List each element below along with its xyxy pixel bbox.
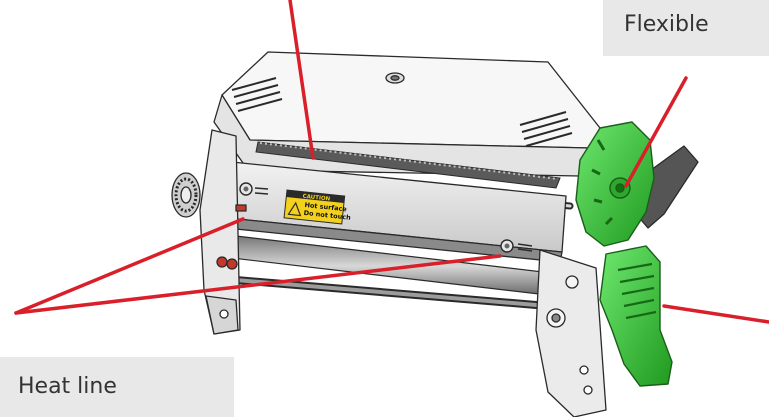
right-frame [535,249,607,417]
screw-right [500,239,514,253]
left-vent [231,77,283,112]
left-frame [199,129,247,335]
top-cover [213,51,601,177]
caution-title: CAUTION [302,194,331,203]
plate-grille-right [517,243,533,252]
callout-lines [14,0,769,324]
callout-top [288,0,315,160]
left-gear [171,172,201,218]
callout-heat-1 [14,217,245,315]
flexible-label: Flexible [603,0,769,56]
toothed-bar [255,141,561,189]
plate-grille-left [254,187,269,195]
right-vent [519,111,573,147]
heat-line-label: Heat line [0,357,234,417]
screw-left [239,182,253,196]
printhead-plate [225,161,567,263]
callout-right [662,304,769,324]
caution-sticker: CAUTION Hot surface Do not touch [283,189,351,225]
green-release-lever[interactable] [599,245,673,387]
callout-heat-2 [14,254,502,315]
flexible-knob[interactable] [575,121,655,247]
callout-flexible [624,76,688,188]
